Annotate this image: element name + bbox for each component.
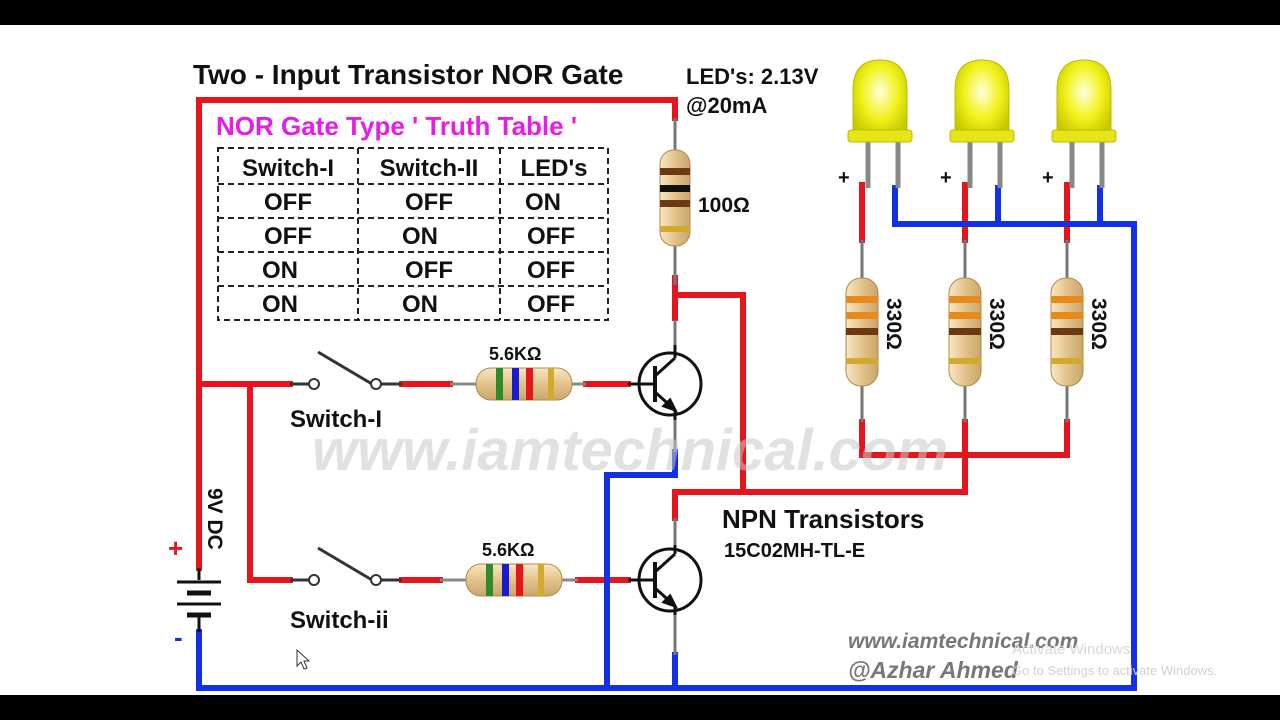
truth-table-cell: OFF [264, 189, 312, 216]
led-resistor-3-label: 330Ω [1087, 298, 1110, 350]
led-1 [847, 59, 913, 188]
transistor-part-number: 15C02MH-TL-E [724, 540, 865, 562]
truth-table-cell: OFF [264, 223, 312, 250]
truth-table-cell: ON [262, 257, 298, 284]
switch-2-label: Switch-ii [290, 607, 389, 634]
led-3-plus: + [1042, 167, 1054, 189]
base-resistor-1 [475, 367, 573, 401]
truth-table-cell: OFF [527, 223, 575, 250]
led-resistor-1 [845, 277, 879, 387]
transistor-title: NPN Transistors [722, 504, 924, 534]
truth-table-header: Switch-I [242, 155, 334, 182]
led-3 [1051, 59, 1117, 188]
switch-1-label: Switch-I [290, 406, 382, 433]
led-spec-current: @20mA [686, 93, 767, 118]
led-1-plus: + [838, 167, 850, 189]
truth-table-header: Switch-II [380, 155, 479, 182]
led-resistor-1-label: 330Ω [882, 298, 905, 350]
corner-watermark-author: @Azhar Ahmed [848, 657, 1019, 683]
truth-table: Switch-I Switch-II LED's OFF OFF ON OFF … [217, 147, 609, 321]
switch-2 [290, 546, 402, 586]
component-leads [673, 118, 1069, 655]
base-resistor-1-label: 5.6KΩ [489, 344, 541, 364]
truth-table-heading: NOR Gate Type ' Truth Table ' [216, 111, 577, 141]
npn-transistor-1 [628, 345, 703, 420]
activate-windows-title: Activate Windows [1012, 641, 1130, 658]
collector-resistor-label: 100Ω [698, 194, 750, 217]
battery [177, 568, 221, 632]
led-2 [949, 59, 1015, 188]
led-resistor-2-label: 330Ω [985, 298, 1008, 350]
battery-label: 9V DC [203, 488, 226, 550]
truth-table-cell: OFF [405, 257, 453, 284]
mouse-cursor-icon [296, 648, 311, 670]
activate-windows-subtitle: Go to Settings to activate Windows. [1012, 663, 1217, 678]
npn-transistor-2 [628, 545, 703, 615]
base-resistor-2 [465, 563, 563, 597]
truth-table-cell: ON [525, 189, 561, 216]
collector-resistor [659, 149, 691, 247]
truth-table-cell: ON [402, 223, 438, 250]
truth-table-cell: OFF [527, 257, 575, 284]
truth-table-header: LED's [520, 155, 587, 182]
negative-wires [196, 185, 1137, 691]
truth-table-cell: ON [402, 291, 438, 318]
battery-minus-sign: - [174, 622, 183, 652]
positive-wires [196, 97, 1070, 583]
truth-table-cell: ON [262, 291, 298, 318]
truth-table-cell: OFF [527, 291, 575, 318]
battery-plus-sign: + [168, 533, 183, 563]
led-resistor-2 [948, 277, 982, 387]
diagram-title: Two - Input Transistor NOR Gate [193, 59, 623, 90]
led-2-plus: + [940, 167, 952, 189]
corner-watermark-url: www.iamtechnical.com [848, 630, 1078, 653]
base-resistor-2-label: 5.6KΩ [482, 540, 534, 560]
switch-1 [290, 350, 402, 390]
truth-table-cell: OFF [405, 189, 453, 216]
led-spec-voltage: LED's: 2.13V [686, 64, 819, 89]
led-resistor-3 [1050, 277, 1084, 387]
center-watermark: www.iamtechnical.com [312, 418, 948, 483]
